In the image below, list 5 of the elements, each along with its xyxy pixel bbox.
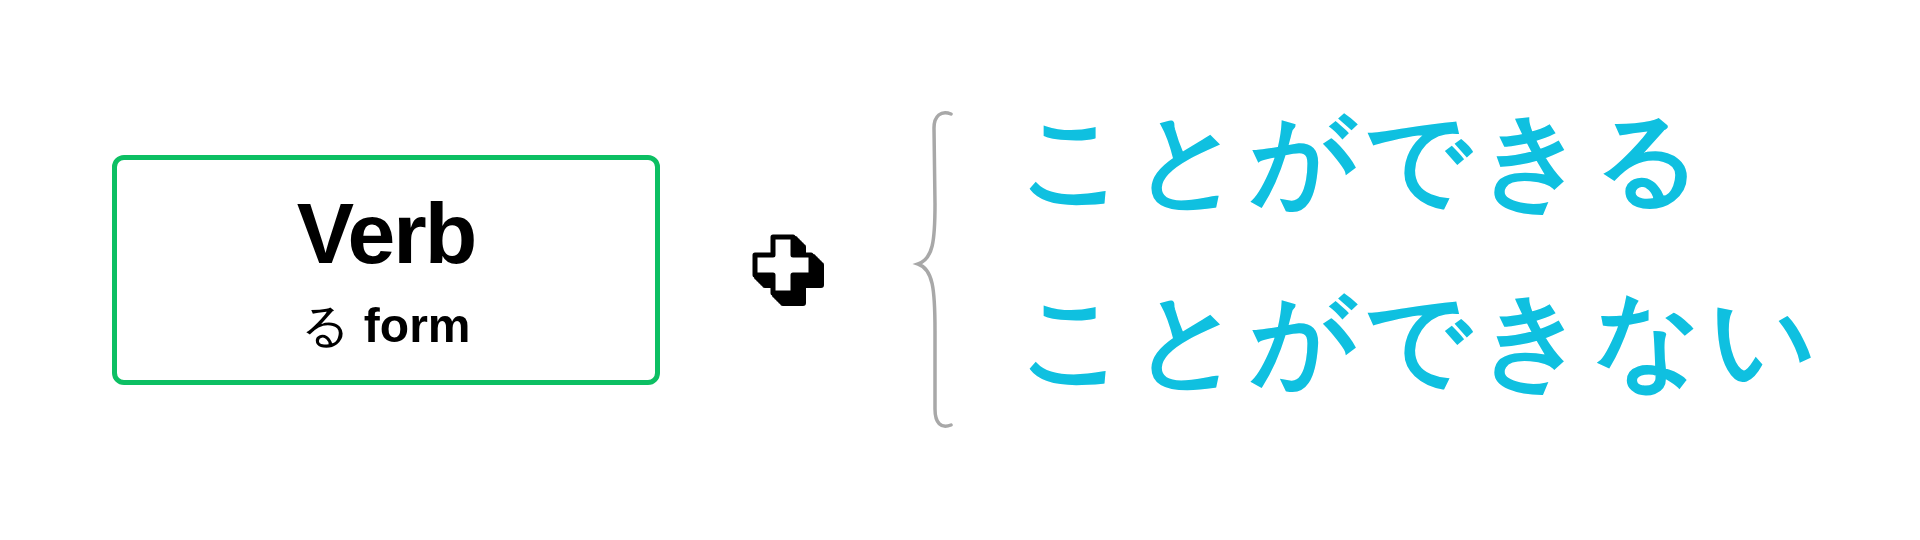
box-subtitle: る form (301, 302, 471, 350)
box-heading: Verb (296, 190, 476, 276)
japanese-phrase: ことができない (1019, 277, 1826, 402)
japanese-phrase: ことができる (1019, 97, 1711, 222)
verb-form-box (112, 155, 660, 385)
